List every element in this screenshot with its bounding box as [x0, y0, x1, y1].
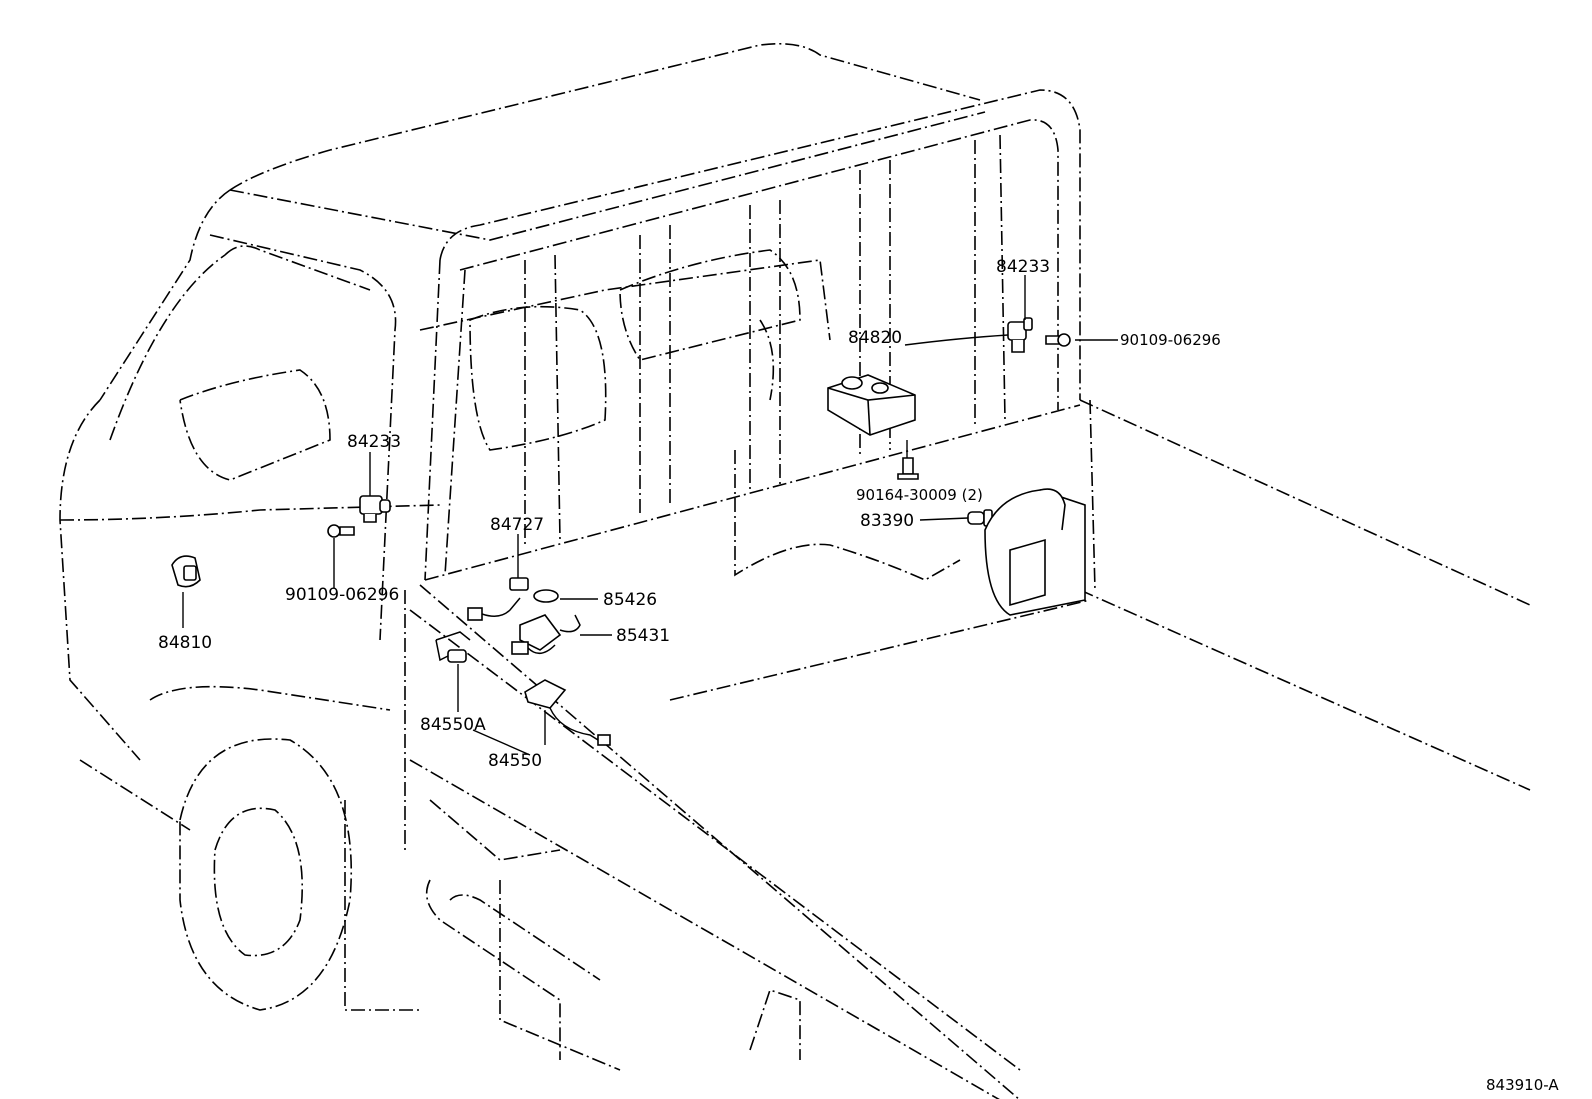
part-labels: 84233 84820 90109-06296 84233 90164-3000… — [158, 257, 1559, 1094]
sensor-84550A — [435, 631, 471, 663]
label-83390: 83390 — [860, 511, 914, 531]
part-shapes — [171, 317, 1086, 746]
bolt-right — [1045, 333, 1071, 347]
label-84233-left: 84233 — [347, 432, 401, 452]
label-84550A: 84550A — [420, 715, 486, 735]
part-85426 — [533, 589, 559, 603]
label-84550: 84550 — [488, 751, 542, 771]
power-window-switch — [827, 374, 916, 436]
clock-unit — [171, 555, 201, 588]
label-84233-right: 84233 — [996, 257, 1050, 277]
leader-lines — [182, 275, 1118, 756]
label-84727: 84727 — [490, 515, 544, 535]
courtesy-switch-left — [359, 495, 391, 523]
label-90109-right: 90109-06296 — [1120, 331, 1221, 349]
label-84810: 84810 — [158, 633, 212, 653]
screw — [897, 457, 919, 480]
connector-84727 — [509, 577, 529, 591]
diagram-code: 843910-A — [1486, 1076, 1559, 1094]
courtesy-switch-right — [1007, 317, 1033, 353]
label-90109-left: 90109-06296 — [285, 585, 399, 605]
label-85431: 85431 — [616, 626, 670, 646]
relay-85431 — [467, 597, 581, 655]
vehicle-outline — [59, 42, 1531, 1099]
sensor-84550 — [524, 679, 611, 746]
bolt-left — [327, 524, 355, 538]
label-90164: 90164-30009 (2) — [856, 486, 983, 504]
label-85426: 85426 — [603, 590, 657, 610]
lamp-housing — [984, 488, 1086, 616]
label-84820: 84820 — [848, 328, 902, 348]
